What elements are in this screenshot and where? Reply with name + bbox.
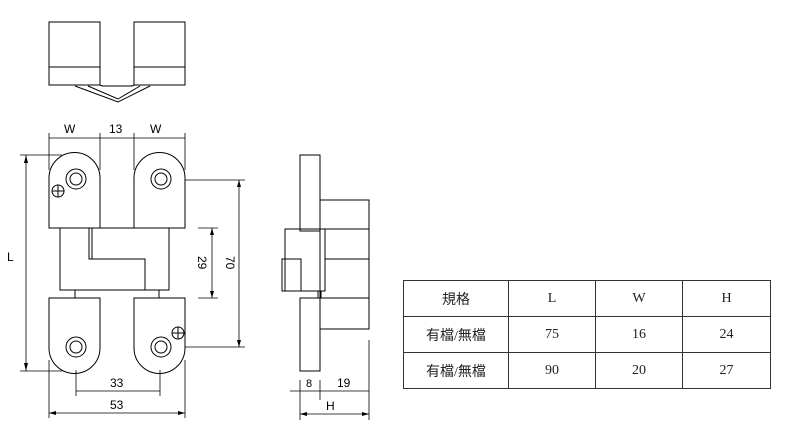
table-cell: 有檔/無檔: [403, 352, 509, 389]
svg-text:H: H: [326, 399, 335, 413]
svg-text:53: 53: [110, 398, 124, 412]
side-view: 8 19 H: [281, 154, 370, 420]
svg-text:W: W: [150, 122, 162, 136]
table-cell: 有檔/無檔: [403, 316, 509, 353]
table-cell: 16: [595, 316, 683, 353]
table-row: 有檔/無檔 90 20 27: [403, 352, 771, 389]
table-cell: 90: [508, 352, 596, 389]
table-cell: 20: [595, 352, 683, 389]
svg-text:L: L: [7, 250, 14, 264]
svg-text:13: 13: [109, 122, 123, 136]
front-view: W 13 W L 29 70 33 53: [7, 122, 245, 418]
table-cell: 24: [682, 316, 771, 353]
header-cell: H: [682, 280, 771, 317]
table-row: 有檔/無檔 75 16 24: [403, 316, 771, 353]
spec-table: 規格 L W H 有檔/無檔 75 16 24 有檔/無檔 90 20 27: [403, 280, 771, 389]
header-cell: 規格: [403, 280, 509, 317]
svg-text:70: 70: [223, 256, 237, 270]
table-cell: 75: [508, 316, 596, 353]
table-header-row: 規格 L W H: [403, 280, 771, 317]
svg-text:W: W: [64, 122, 76, 136]
top-view: [48, 21, 186, 103]
svg-text:8: 8: [306, 378, 312, 390]
svg-text:33: 33: [110, 376, 124, 390]
table-cell: 27: [682, 352, 771, 389]
header-cell: W: [595, 280, 683, 317]
header-cell: L: [508, 280, 596, 317]
svg-text:19: 19: [337, 376, 351, 390]
svg-text:29: 29: [195, 256, 209, 270]
